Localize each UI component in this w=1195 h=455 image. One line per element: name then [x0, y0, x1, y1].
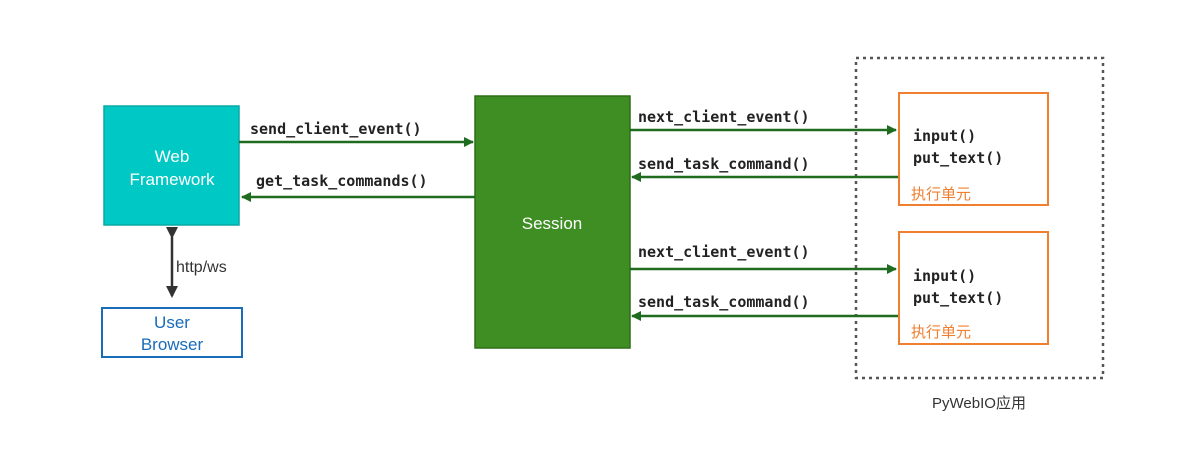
- pywebio-app-label: PyWebIO应用: [932, 394, 1026, 412]
- send-task-command-label-2: send_task_command(): [638, 293, 810, 311]
- exec-unit-2-put-text: put_text(): [913, 289, 1003, 307]
- exec-unit-1-put-text: put_text(): [913, 149, 1003, 167]
- send-client-event-label: send_client_event(): [250, 120, 422, 138]
- user-browser-node: User Browser: [101, 307, 243, 358]
- get-task-commands-label: get_task_commands(): [256, 172, 428, 190]
- user-browser-label-line1: User: [154, 313, 190, 332]
- exec-unit-2-input: input(): [913, 267, 976, 285]
- send-task-command-label-1: send_task_command(): [638, 155, 810, 173]
- pywebio-app-container: [854, 56, 1105, 380]
- session-node: Session: [474, 95, 631, 349]
- web-framework-label-line2: Framework: [129, 170, 215, 189]
- http-ws-label: http/ws: [176, 259, 227, 276]
- session-label: Session: [522, 214, 582, 233]
- web-framework-node: Web Framework: [103, 105, 240, 226]
- next-client-event-label-1: next_client_event(): [638, 108, 810, 126]
- user-browser-label-line2: Browser: [141, 335, 204, 354]
- next-client-event-label-2: next_client_event(): [638, 243, 810, 261]
- exec-unit-1: input() put_text() 执行单元: [898, 92, 1049, 206]
- exec-unit-2-label: 执行单元: [911, 323, 971, 341]
- web-framework-label-line1: Web: [155, 147, 190, 166]
- exec-unit-2: input() put_text() 执行单元: [898, 231, 1049, 345]
- exec-unit-1-input: input(): [913, 127, 976, 145]
- exec-unit-1-label: 执行单元: [911, 185, 971, 203]
